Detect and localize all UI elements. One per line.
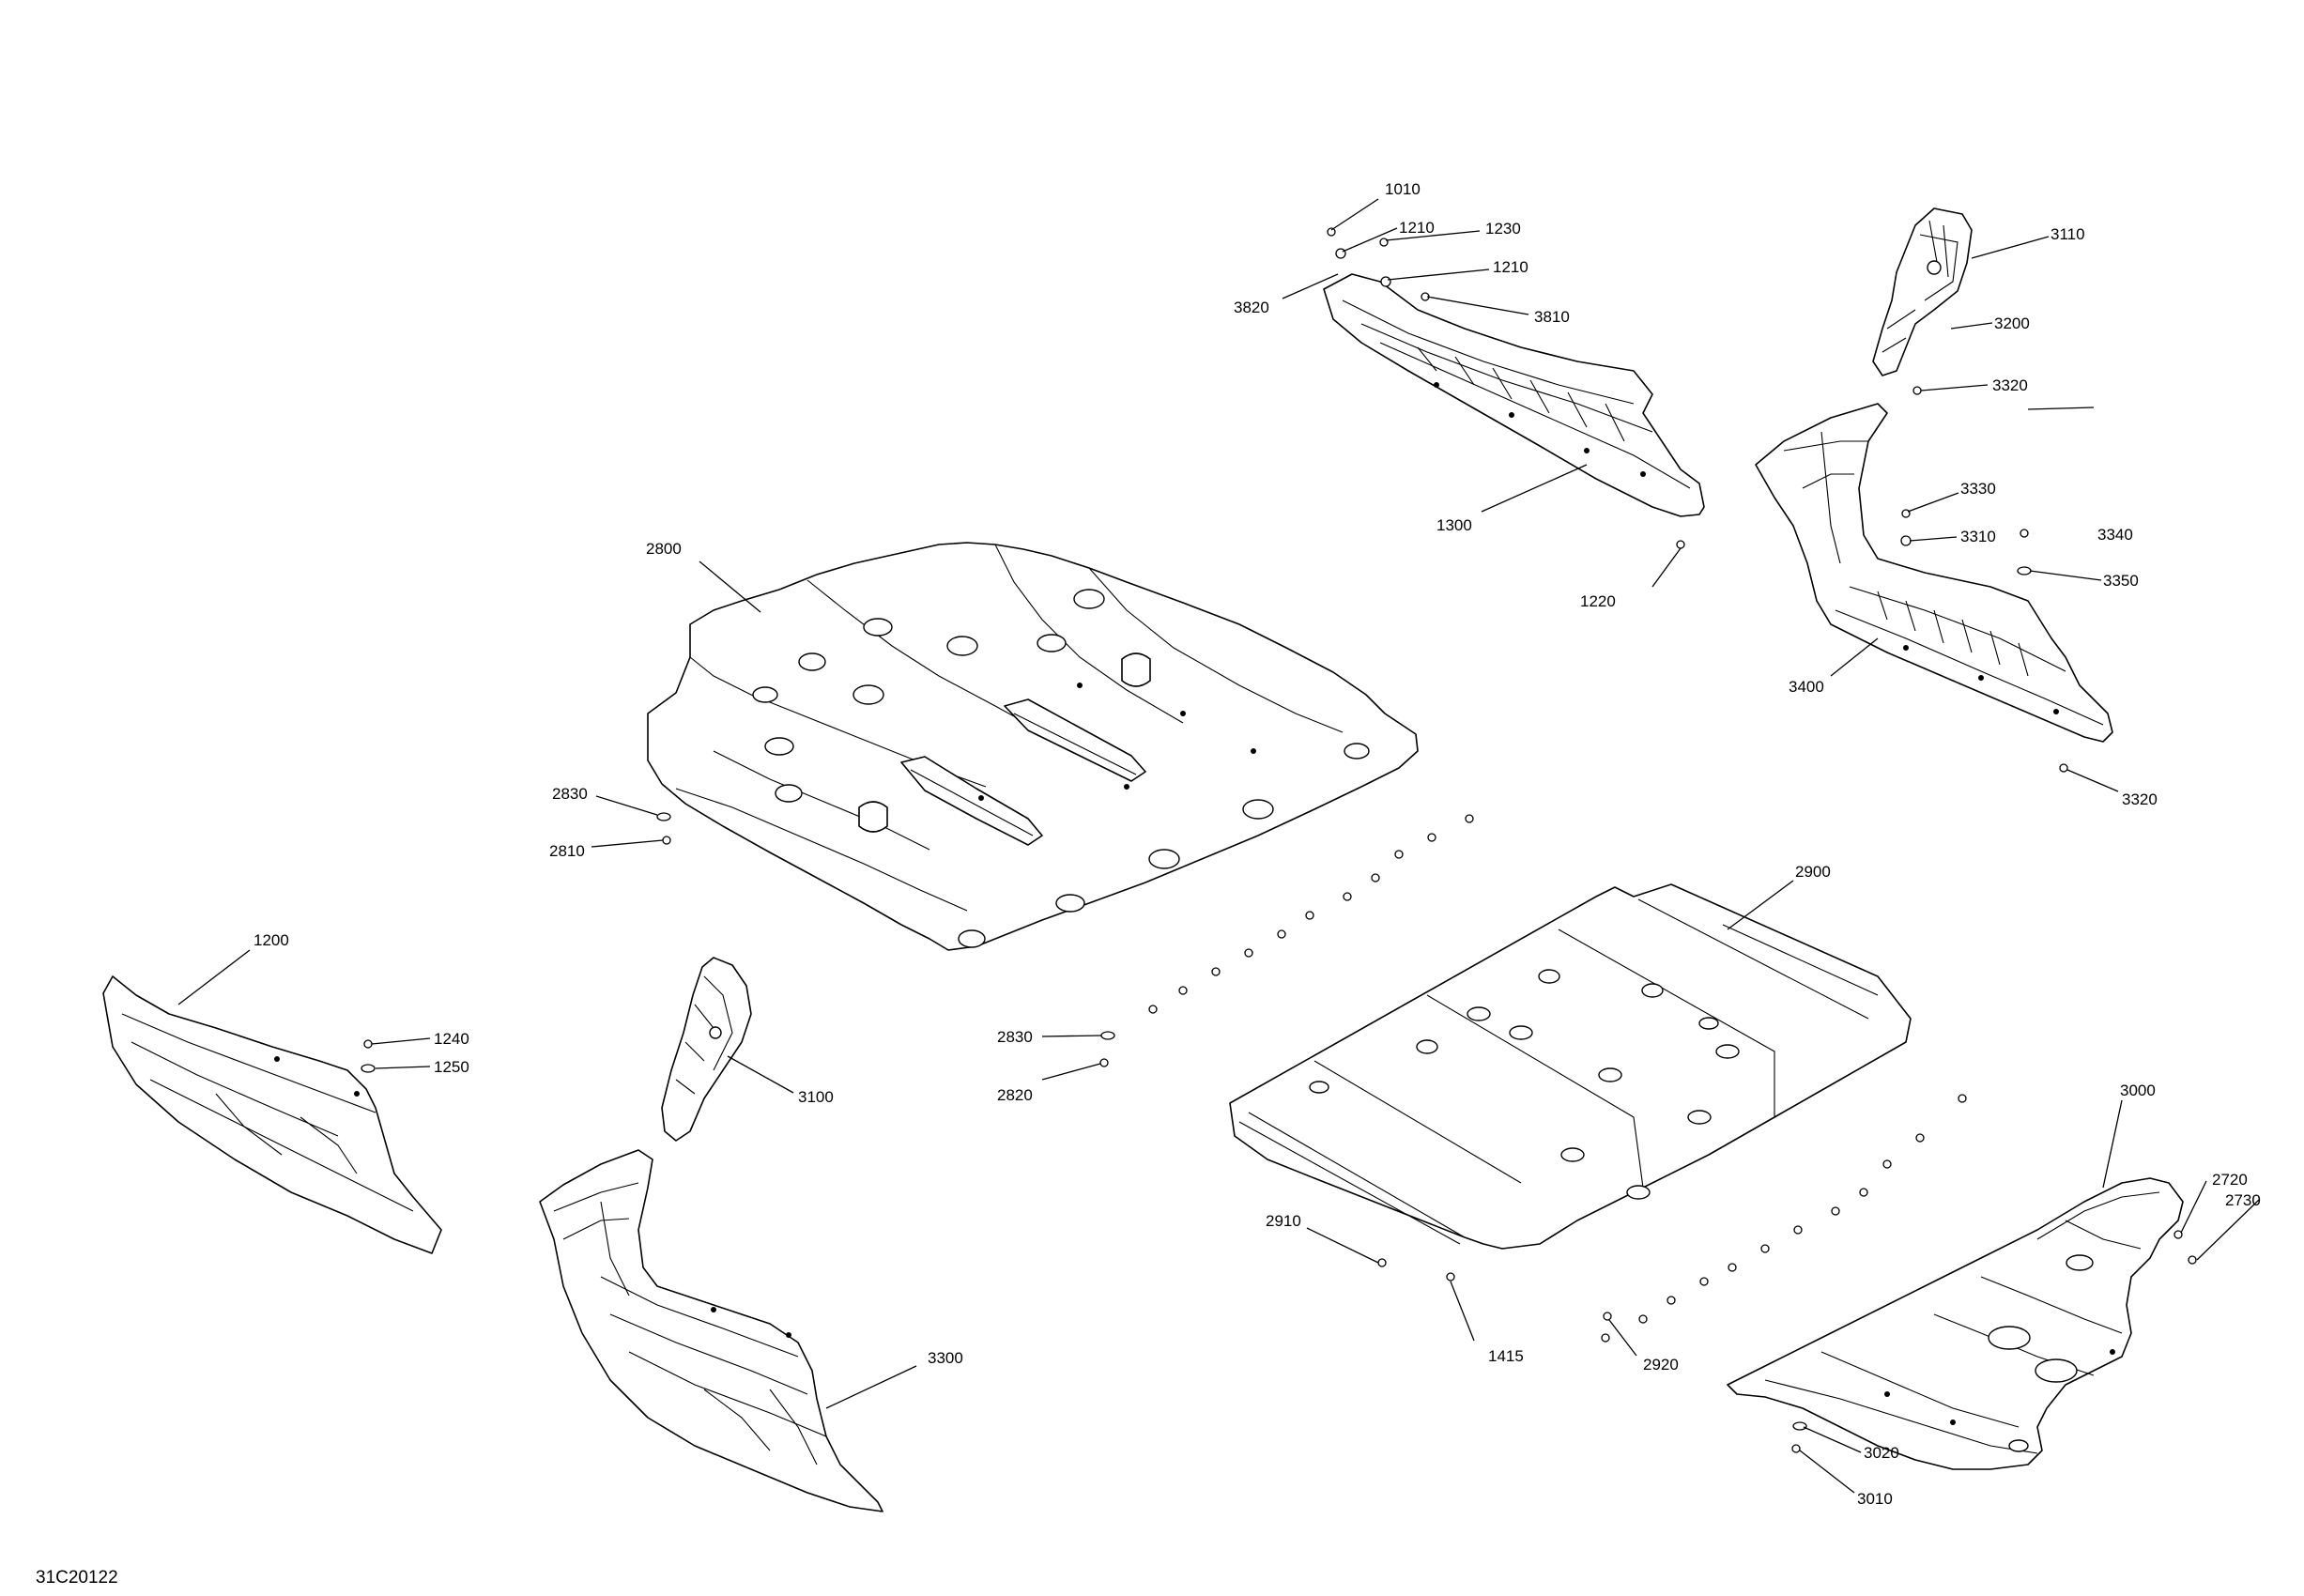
callout-3820: 3820 xyxy=(1234,299,1269,316)
callout-3320-upper: 3320 xyxy=(1992,376,2028,394)
callout-1210-upper: 1210 xyxy=(1399,219,1435,237)
callout-2910: 2910 xyxy=(1266,1212,1301,1230)
callout-3330: 3330 xyxy=(1960,480,1996,498)
callout-3320-lower: 3320 xyxy=(2122,790,2158,808)
callout-3340: 3340 xyxy=(2097,526,2133,544)
callout-3010: 3010 xyxy=(1857,1490,1893,1508)
callout-3350: 3350 xyxy=(2103,572,2139,590)
diagram-reference-code: 31C20122 xyxy=(36,1568,118,1588)
callout-labels: 1010 1210 1230 1210 3820 3810 1300 1220 … xyxy=(253,180,2261,1508)
callout-1230: 1230 xyxy=(1485,220,1521,238)
skid-plate-3000 xyxy=(1727,1177,2184,1470)
callout-1250: 1250 xyxy=(434,1058,469,1076)
callout-2830-left: 2830 xyxy=(552,785,588,803)
callout-3400: 3400 xyxy=(1789,678,1824,696)
bracket-3100 xyxy=(661,957,752,1142)
bracket-3200 xyxy=(1872,207,1973,376)
callout-3100: 3100 xyxy=(798,1088,834,1106)
callout-2920: 2920 xyxy=(1643,1356,1679,1373)
callout-1240: 1240 xyxy=(434,1030,469,1048)
callout-1300: 1300 xyxy=(1436,516,1472,534)
floor-panel-holes xyxy=(1309,969,1740,1200)
callout-1210-lower: 1210 xyxy=(1493,258,1528,276)
callout-3300: 3300 xyxy=(928,1349,963,1367)
callout-3200: 3200 xyxy=(1994,315,2030,332)
callout-2730: 2730 xyxy=(2225,1191,2261,1209)
callout-1200: 1200 xyxy=(253,931,289,949)
side-panel-1300 xyxy=(1323,273,1705,517)
callout-2820: 2820 xyxy=(997,1086,1033,1104)
side-panel-1200 xyxy=(102,975,442,1254)
callout-2830-center: 2830 xyxy=(997,1028,1033,1046)
side-panel-3400 xyxy=(1755,403,2113,743)
callout-3810: 3810 xyxy=(1534,308,1570,326)
skid-plate-2800 xyxy=(647,542,1419,951)
callout-1220: 1220 xyxy=(1580,592,1616,610)
floor-panel-2900 xyxy=(1229,883,1912,1250)
callout-3000: 3000 xyxy=(2120,1082,2156,1099)
callout-2720: 2720 xyxy=(2212,1171,2248,1189)
callout-1415: 1415 xyxy=(1488,1347,1524,1365)
callout-2810: 2810 xyxy=(549,842,585,860)
fasteners xyxy=(361,227,2197,1453)
callout-2900: 2900 xyxy=(1795,863,1831,881)
callout-2800: 2800 xyxy=(646,540,682,558)
callout-3310: 3310 xyxy=(1960,528,1996,545)
callout-1010: 1010 xyxy=(1385,180,1421,198)
callout-3020: 3020 xyxy=(1864,1444,1899,1462)
callout-3110: 3110 xyxy=(2051,225,2085,243)
side-panel-3300 xyxy=(539,1149,883,1512)
leader-lines xyxy=(177,198,2260,1494)
